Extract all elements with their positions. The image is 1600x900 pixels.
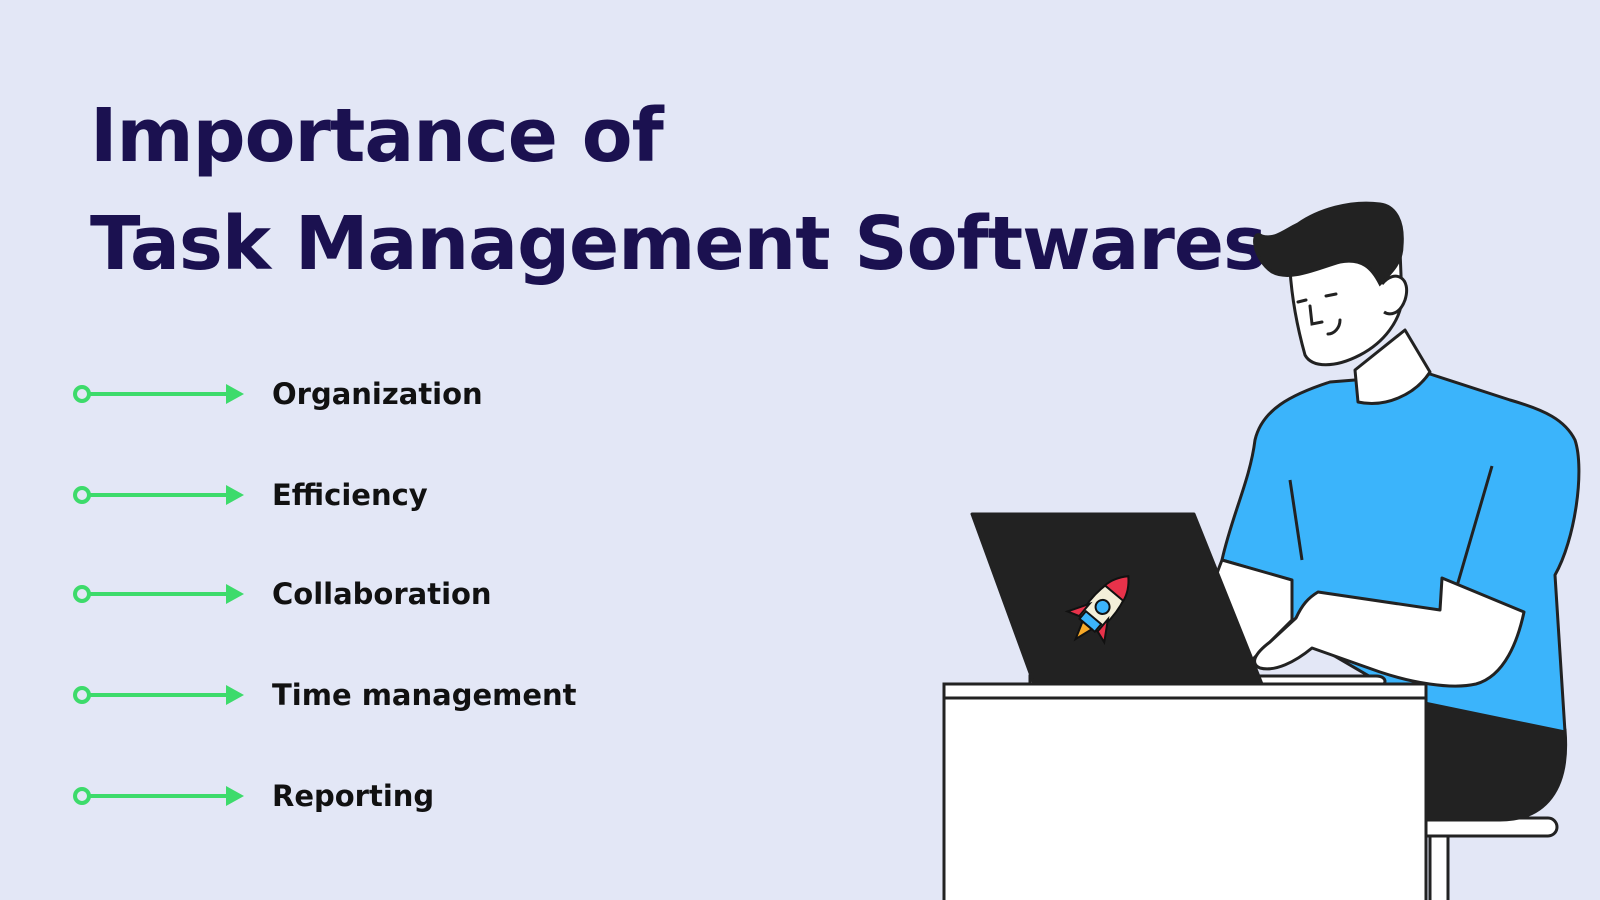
benefit-item-efficiency: Efficiency (72, 475, 672, 515)
benefit-item-collaboration: Collaboration (72, 574, 672, 614)
title-line-1: Importance of (90, 93, 664, 179)
benefit-label: Time management (272, 678, 577, 712)
circle-arrow-icon (73, 786, 244, 806)
arm-left (1207, 558, 1294, 662)
circle-arrow-icon (73, 485, 244, 505)
benefit-label: Organization (272, 377, 483, 411)
title-line-2: Task Management Softwares (90, 201, 1267, 287)
circle-arrow-icon (73, 584, 244, 604)
shirt (1220, 372, 1581, 734)
shirt-fold-left (1288, 479, 1304, 561)
shirt-fold-right (1448, 465, 1494, 611)
shorts (1408, 698, 1568, 822)
ear (1380, 274, 1409, 316)
benefit-label: Efficiency (272, 478, 428, 512)
benefit-item-organization: Organization (72, 374, 672, 414)
hair (1253, 201, 1404, 287)
benefit-list: Organization Efficiency Collaboration Ti… (0, 0, 700, 900)
desk (942, 682, 1428, 900)
eye-right (1324, 292, 1338, 298)
benefit-item-time-management: Time management (72, 675, 672, 715)
laptop-base (1028, 674, 1387, 690)
neck (1353, 328, 1432, 405)
benefit-item-reporting: Reporting (72, 776, 672, 816)
face (1288, 241, 1404, 367)
rocket-icon (1064, 575, 1130, 646)
circle-arrow-icon (73, 384, 244, 404)
arm-right (1253, 576, 1526, 688)
circle-arrow-icon (73, 685, 244, 705)
page-title: Importance of Task Management Softwares (90, 82, 1267, 298)
benefit-label: Reporting (272, 779, 435, 813)
nose (1308, 304, 1324, 326)
benefit-label: Collaboration (272, 577, 492, 611)
laptop-screen (970, 512, 1264, 686)
stool (1393, 816, 1559, 900)
smile (1326, 318, 1342, 336)
eye-left (1296, 298, 1308, 304)
